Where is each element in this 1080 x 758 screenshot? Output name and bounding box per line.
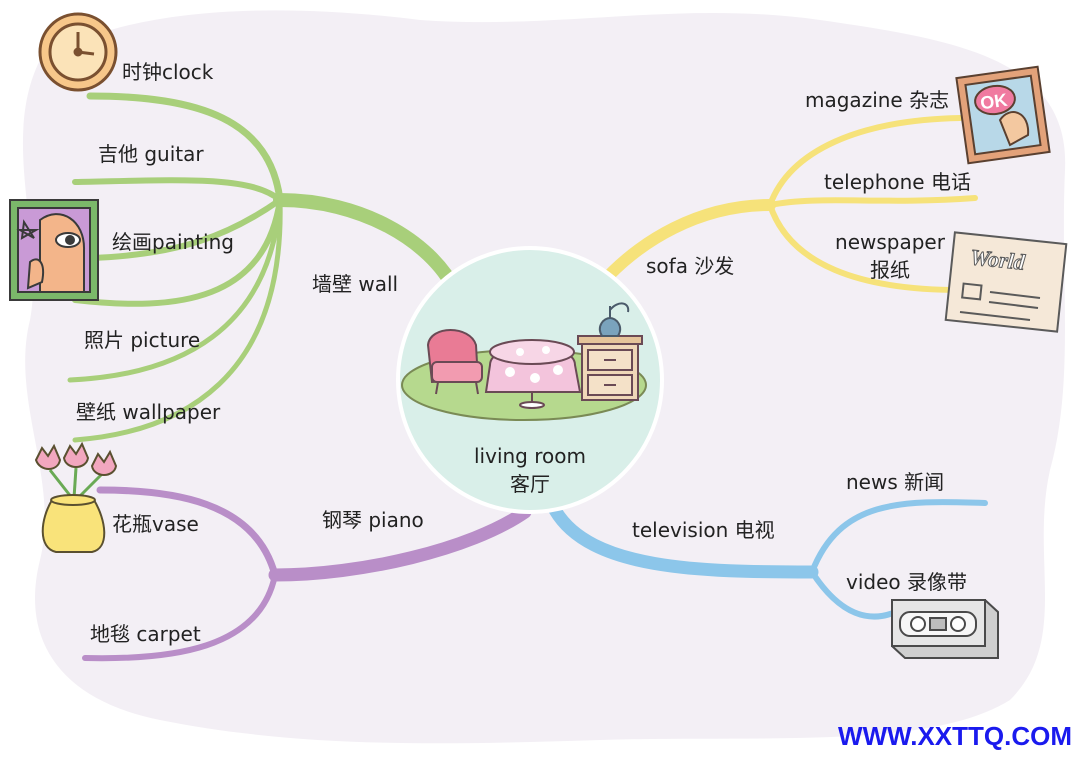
leaf-label-painting: 绘画painting — [112, 230, 234, 254]
leaf-label-clock: 时钟clock — [122, 60, 214, 84]
armchair — [426, 329, 483, 395]
leaf-label-newspaper-cn: 报纸 — [870, 258, 910, 282]
small-vase — [598, 302, 630, 337]
leaf-label-telephone: telephone 电话 — [824, 170, 971, 194]
leaf-label-magazine: magazine 杂志 — [805, 88, 950, 112]
wall-connector-wallpaper — [72, 197, 283, 443]
leaf-label-carpet: 地毯 carpet — [90, 622, 201, 646]
wall-connector-picture — [72, 197, 283, 307]
sofa-connector-telephone — [767, 195, 978, 208]
center-label-chinese: 客厅 — [510, 472, 550, 496]
television-connector-news — [809, 499, 988, 575]
cabinet — [577, 335, 643, 401]
clock-icon — [38, 12, 118, 92]
television-branch — [548, 499, 988, 620]
leaf-label-wallpaper: 壁纸 wallpaper — [76, 400, 221, 424]
leaf-label-picture: 照片 picture — [84, 328, 201, 352]
branch-label-piano: 钢琴 piano — [322, 508, 424, 532]
branch-label-sofa: sofa 沙发 — [646, 254, 735, 278]
branch-label-television: television 电视 — [632, 518, 775, 542]
newspaper-icon — [944, 231, 1068, 333]
leaf-label-vase: 花瓶vase — [112, 512, 199, 536]
leaf-label-newspaper: newspaper — [835, 230, 945, 254]
leaf-label-news: news 新闻 — [846, 470, 945, 494]
videotape-icon — [891, 599, 999, 659]
sofa-trunk — [594, 199, 776, 291]
piano-connector-carpet — [82, 572, 278, 662]
living-room-furniture-illustration — [401, 302, 647, 421]
sofa-connector-magazine — [767, 115, 963, 208]
wall-connector-clock — [86, 92, 284, 204]
wall-connector-guitar — [72, 177, 283, 203]
painting-icon — [9, 199, 99, 301]
watermark: WWW.XXTTQ.COM — [838, 721, 1072, 751]
sofa-connector-newspaper — [767, 202, 963, 293]
piano-trunk — [268, 505, 532, 582]
wall-branch — [67, 92, 462, 443]
television-connector-video — [809, 569, 903, 620]
branch-label-wall: 墙壁 wall — [312, 272, 399, 296]
piano-branch — [82, 486, 532, 662]
leaf-label-video: video 录像带 — [846, 570, 967, 594]
magazine-art-text: OK — [979, 90, 1009, 114]
wall-trunk — [273, 193, 462, 297]
sofa-branch — [594, 115, 978, 293]
wall-connector-painting — [87, 197, 283, 261]
center-label: living room 客厅 — [430, 442, 630, 498]
magazine-icon — [955, 65, 1051, 165]
wall-connector-picture-2 — [67, 197, 283, 383]
center-label-english: living room — [474, 444, 586, 468]
piano-connector-vase — [96, 486, 279, 579]
round-table — [484, 339, 582, 409]
vase-icon — [34, 441, 118, 553]
television-trunk — [548, 503, 819, 579]
leaf-label-guitar: 吉他 guitar — [98, 142, 204, 166]
